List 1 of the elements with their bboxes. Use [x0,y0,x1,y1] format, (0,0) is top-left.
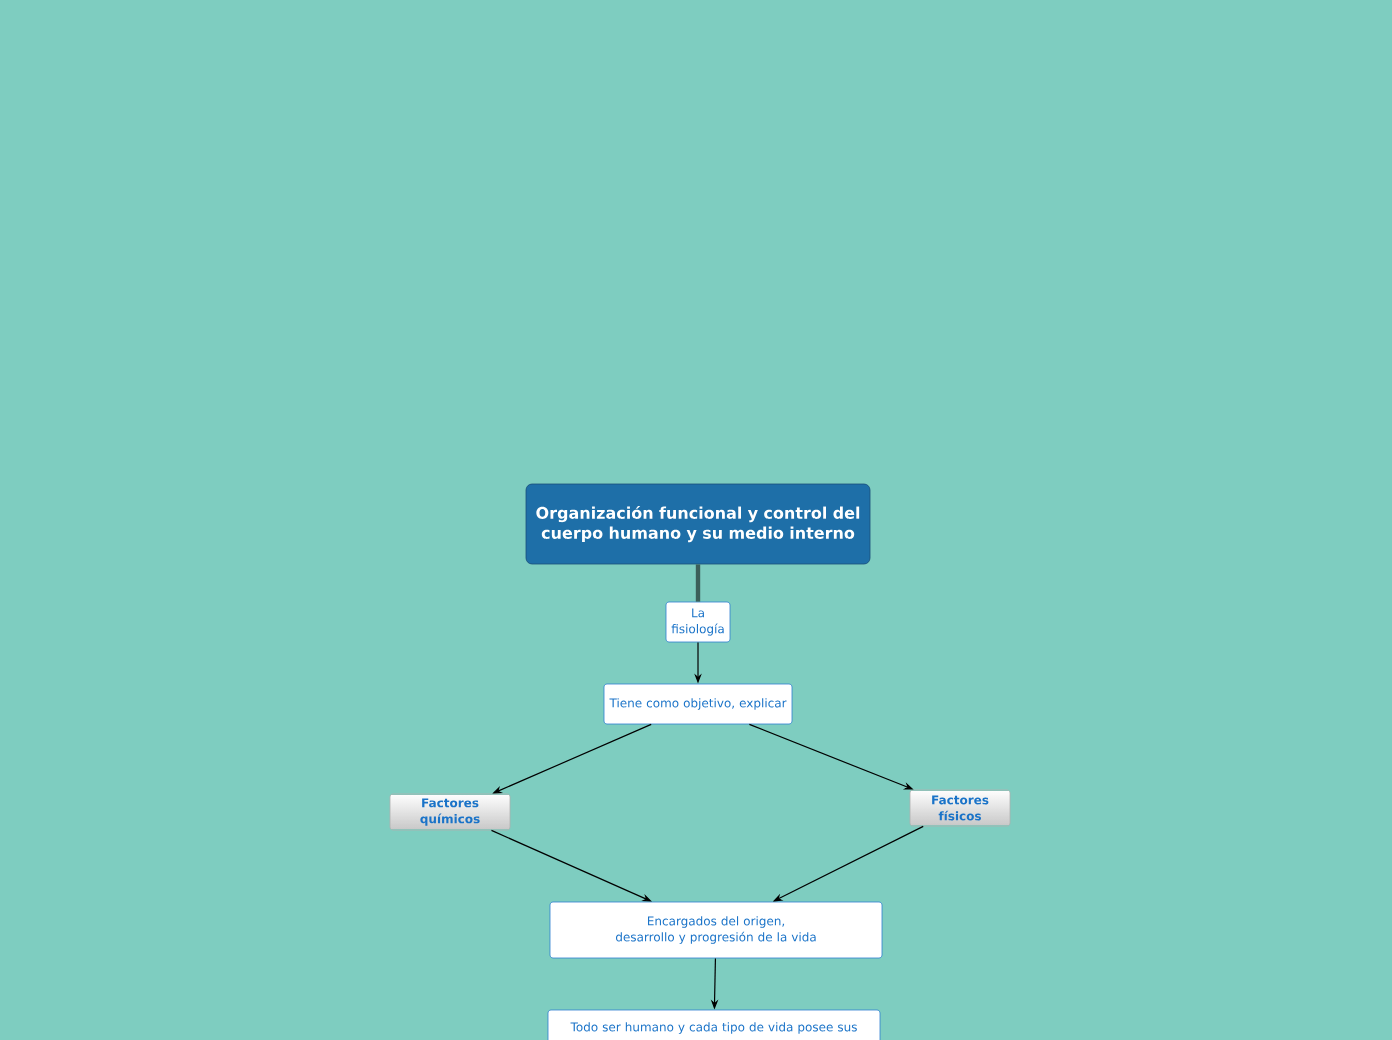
title-box: Organización funcional y control del cuerpo humano y su medio interno [525,483,871,565]
